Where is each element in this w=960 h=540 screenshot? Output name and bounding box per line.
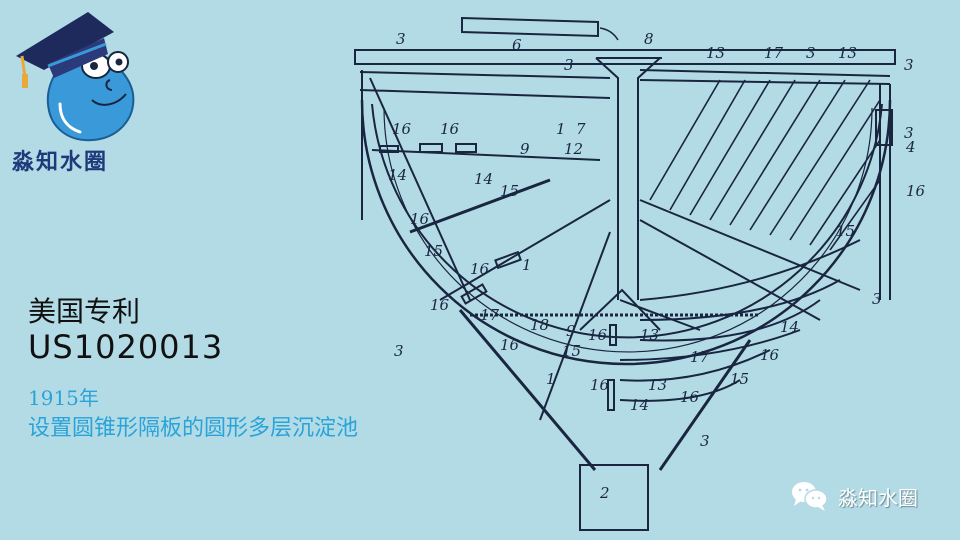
svg-text:16: 16 xyxy=(906,182,926,200)
slide-title: 美国专利 xyxy=(28,295,141,328)
svg-text:17: 17 xyxy=(764,44,784,62)
svg-text:14: 14 xyxy=(780,318,799,336)
svg-text:8: 8 xyxy=(644,30,654,48)
svg-text:16: 16 xyxy=(590,376,610,394)
brand-name: 淼知水圈 xyxy=(12,150,109,175)
svg-text:3: 3 xyxy=(806,44,816,62)
svg-text:3: 3 xyxy=(904,56,914,74)
svg-text:1: 1 xyxy=(546,370,556,388)
svg-text:13: 13 xyxy=(706,44,725,62)
svg-text:15: 15 xyxy=(730,370,749,388)
patent-year: 1915年 xyxy=(28,386,99,410)
svg-text:14: 14 xyxy=(388,166,407,184)
svg-text:12: 12 xyxy=(564,140,583,158)
patent-drawing: 3 6 8 3 13 17 3 13 3 16 16 1 7 9 12 14 1… xyxy=(354,16,926,531)
svg-text:17: 17 xyxy=(690,348,710,366)
patent-description: 设置圆锥形隔板的圆形多层沉淀池 xyxy=(28,416,359,441)
svg-text:16: 16 xyxy=(500,336,520,354)
svg-text:1: 1 xyxy=(556,120,566,138)
svg-text:16: 16 xyxy=(440,120,460,138)
svg-text:16: 16 xyxy=(470,260,490,278)
svg-text:16: 16 xyxy=(430,296,450,314)
svg-text:4: 4 xyxy=(905,138,916,156)
svg-text:18: 18 xyxy=(530,316,549,334)
svg-text:9: 9 xyxy=(566,322,576,340)
svg-text:16: 16 xyxy=(392,120,412,138)
svg-text:3: 3 xyxy=(700,432,710,450)
patent-number: US1020013 xyxy=(28,328,224,366)
svg-text:13: 13 xyxy=(838,44,857,62)
svg-text:3: 3 xyxy=(396,30,406,48)
svg-text:14: 14 xyxy=(630,396,649,414)
svg-text:16: 16 xyxy=(410,210,430,228)
svg-text:6: 6 xyxy=(512,36,522,54)
svg-text:3: 3 xyxy=(872,290,882,308)
svg-text:15: 15 xyxy=(562,342,581,360)
svg-text:13: 13 xyxy=(648,376,667,394)
svg-text:1: 1 xyxy=(522,256,532,274)
svg-text:17: 17 xyxy=(480,306,500,324)
svg-text:3: 3 xyxy=(904,124,914,142)
brand-logo xyxy=(16,12,135,142)
svg-text:15: 15 xyxy=(500,182,519,200)
wechat-account-name: 淼知水圈 xyxy=(838,485,918,510)
svg-text:13: 13 xyxy=(640,326,659,344)
svg-text:16: 16 xyxy=(760,346,780,364)
svg-text:15: 15 xyxy=(836,222,855,240)
water-drop-graduate-mascot-icon xyxy=(16,12,135,142)
svg-text:3: 3 xyxy=(564,56,574,74)
svg-text:16: 16 xyxy=(588,326,608,344)
svg-text:3: 3 xyxy=(394,342,404,360)
wechat-footer: 淼知水圈 xyxy=(790,478,918,514)
svg-text:15: 15 xyxy=(424,242,443,260)
svg-text:16: 16 xyxy=(680,388,700,406)
svg-text:7: 7 xyxy=(576,120,586,138)
wechat-icon xyxy=(792,482,828,511)
svg-text:14: 14 xyxy=(474,170,493,188)
svg-text:9: 9 xyxy=(520,140,530,158)
svg-text:2: 2 xyxy=(599,484,610,502)
